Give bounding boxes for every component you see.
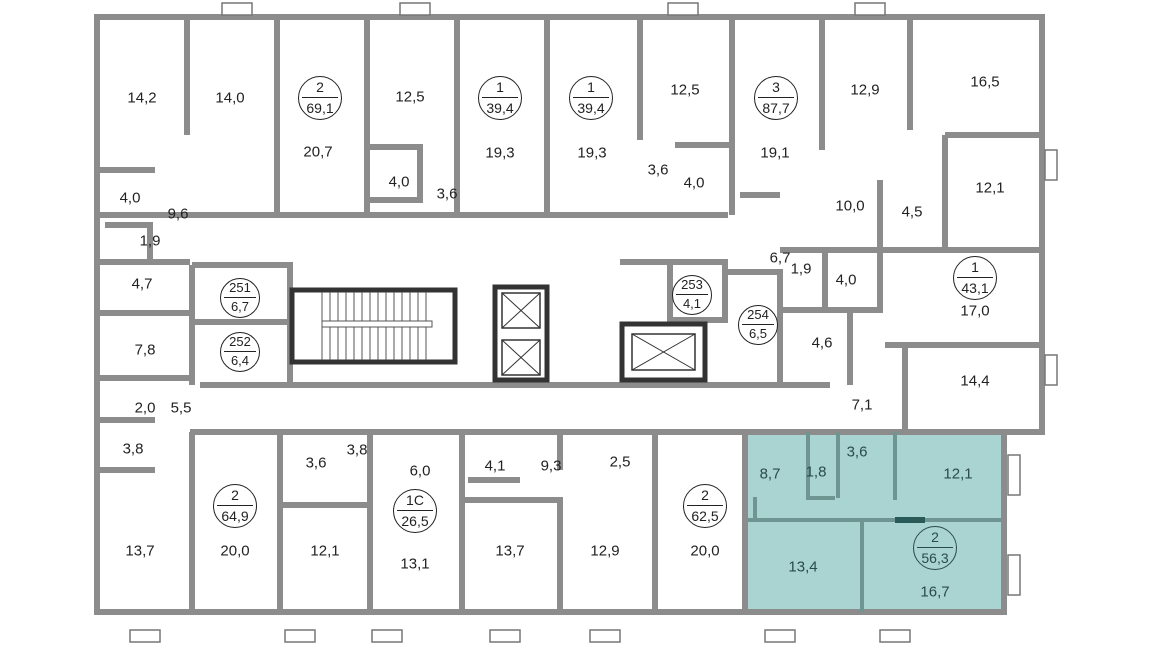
apartment-rooms: 3 bbox=[758, 77, 794, 98]
room-area: 7,8 bbox=[134, 341, 156, 359]
storage-area: 4,1 bbox=[682, 296, 702, 311]
room-area: 4,0 bbox=[835, 271, 857, 289]
room-area: 17,0 bbox=[960, 302, 990, 320]
room-area: 20,7 bbox=[303, 143, 333, 161]
room-area: 13,7 bbox=[495, 542, 525, 560]
storage-number: 252 bbox=[224, 333, 256, 352]
room-area: 12,9 bbox=[850, 81, 880, 99]
storage-number: 254 bbox=[742, 306, 774, 325]
room-area: 1,9 bbox=[790, 260, 812, 278]
apartment-area: 69,1 bbox=[306, 100, 334, 116]
apartment-area: 43,1 bbox=[961, 280, 989, 296]
room-area: 9,3 bbox=[540, 457, 562, 475]
apartment-rooms: 1С bbox=[397, 490, 433, 511]
room-area: 16,5 bbox=[970, 73, 1000, 91]
room-area: 12,1 bbox=[310, 542, 340, 560]
room-area: 16,7 bbox=[920, 583, 950, 601]
room-area: 4,0 bbox=[388, 173, 410, 191]
room-area: 2,0 bbox=[134, 399, 156, 417]
room-area: 4,0 bbox=[119, 189, 141, 207]
room-area: 12,5 bbox=[670, 81, 700, 99]
room-area: 1,8 bbox=[805, 463, 827, 481]
room-area: 13,7 bbox=[125, 542, 155, 560]
room-area: 12,1 bbox=[975, 179, 1005, 197]
room-area: 4,7 bbox=[131, 275, 153, 293]
room-area: 3,8 bbox=[122, 440, 144, 458]
room-area: 4,1 bbox=[484, 457, 506, 475]
room-area: 12,5 bbox=[395, 88, 425, 106]
apartment-area: 56,3 bbox=[921, 550, 949, 566]
room-area: 6,0 bbox=[409, 462, 431, 480]
room-area: 13,4 bbox=[788, 558, 818, 576]
room-area: 1,9 bbox=[139, 232, 161, 250]
staircase bbox=[289, 287, 458, 365]
apartment-rooms: 1 bbox=[957, 257, 993, 278]
room-area: 3,8 bbox=[346, 441, 368, 459]
room-area: 20,0 bbox=[220, 542, 250, 560]
apartment-area: 39,4 bbox=[577, 100, 605, 116]
room-area: 3,6 bbox=[647, 161, 669, 179]
room-area: 8,7 bbox=[759, 465, 781, 483]
storage-area: 6,4 bbox=[230, 353, 250, 368]
apartment-rooms: 2 bbox=[302, 77, 338, 98]
elevator-shafts bbox=[492, 284, 708, 383]
room-area: 12,1 bbox=[943, 465, 973, 483]
storage-number: 253 bbox=[676, 276, 708, 295]
apartment-area: 87,7 bbox=[762, 100, 790, 116]
apartment-rooms: 2 bbox=[217, 485, 253, 506]
room-area: 4,0 bbox=[683, 174, 705, 192]
room-area: 19,3 bbox=[485, 144, 515, 162]
room-area: 2,5 bbox=[609, 453, 631, 471]
room-area: 9,6 bbox=[167, 205, 189, 223]
room-area: 3,6 bbox=[305, 454, 327, 472]
room-area: 4,6 bbox=[811, 334, 833, 352]
room-area: 7,1 bbox=[851, 396, 873, 414]
room-area: 3,6 bbox=[846, 443, 868, 461]
room-area: 4,5 bbox=[901, 203, 923, 221]
storage-area: 6,5 bbox=[748, 326, 768, 341]
room-area: 20,0 bbox=[690, 542, 720, 560]
room-area: 13,1 bbox=[400, 555, 430, 573]
apartment-badge[interactable]: 1С 26,5 bbox=[393, 489, 437, 533]
room-area: 14,4 bbox=[960, 372, 990, 390]
room-area: 12,9 bbox=[590, 542, 620, 560]
room-area: 19,3 bbox=[577, 144, 607, 162]
apartment-area: 62,5 bbox=[691, 508, 719, 524]
apartment-area: 26,5 bbox=[401, 513, 429, 529]
storage-area: 6,7 bbox=[230, 299, 250, 314]
storage-number: 251 bbox=[224, 279, 256, 298]
room-area: 3,6 bbox=[436, 185, 458, 203]
apartment-rooms: 2 bbox=[687, 485, 723, 506]
apartment-rooms: 1 bbox=[573, 77, 609, 98]
apartment-area: 64,9 bbox=[221, 508, 249, 524]
apartment-rooms: 2 bbox=[917, 527, 953, 548]
apartment-rooms: 1 bbox=[482, 77, 518, 98]
room-area: 14,2 bbox=[127, 89, 157, 107]
room-area: 10,0 bbox=[835, 197, 865, 215]
room-area: 6,7 bbox=[769, 249, 791, 267]
room-area: 5,5 bbox=[170, 399, 192, 417]
room-area: 14,0 bbox=[215, 89, 245, 107]
apartment-area: 39,4 bbox=[486, 100, 514, 116]
room-area: 19,1 bbox=[760, 144, 790, 162]
